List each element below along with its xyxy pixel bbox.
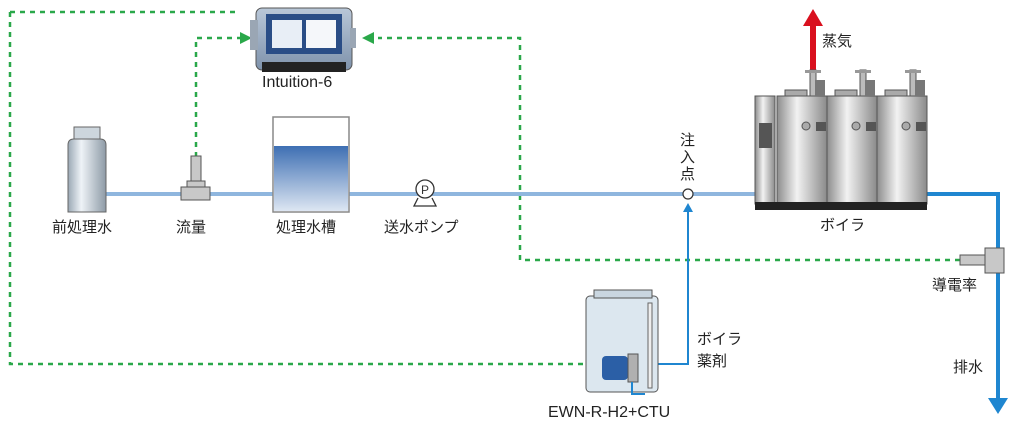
feed-pump: P (412, 179, 438, 207)
feed-pump-label: 送水ポンプ (384, 218, 459, 236)
injection-point-label: 注入点 (680, 131, 696, 183)
conductivity-label: 導電率 (932, 276, 978, 294)
steam-label: 蒸気 (822, 32, 853, 50)
drain-label: 排水 (953, 358, 984, 376)
treated-water-tank (272, 116, 350, 213)
signal-line-flow (194, 36, 240, 157)
signal-arrow-cond (362, 32, 374, 44)
controller-label: Intuition-6 (262, 74, 333, 91)
pump-symbol: P (421, 183, 429, 197)
pretreated-water-bottle (67, 126, 107, 213)
drain-pipe (925, 192, 1000, 400)
signal-line-dosing (8, 12, 590, 366)
pretreated-water-label: 前処理水 (52, 218, 113, 236)
boiler-label: ボイラ (820, 216, 866, 234)
controller-device[interactable] (250, 7, 356, 72)
conductivity-sensor (959, 247, 1005, 274)
flow-meter-label: 流量 (176, 218, 207, 236)
chemical-label-line1: ボイラ (697, 330, 743, 348)
chemical-arrow (683, 203, 693, 212)
injection-point-marker (682, 188, 694, 200)
treated-tank-label: 処理水槽 (276, 218, 337, 236)
signal-lines (8, 10, 960, 366)
dosing-unit-label: EWN-R-H2+CTU (548, 404, 671, 421)
flow-meter (180, 155, 211, 201)
drain-arrow (988, 398, 1008, 414)
steam-arrow-icon (803, 9, 823, 26)
signal-line-conductivity (378, 36, 960, 262)
boiler-unit (754, 69, 928, 210)
chemical-label-line2: 薬剤 (697, 352, 728, 370)
dosing-unit (585, 289, 659, 395)
signal-arrow-flow (240, 32, 252, 44)
